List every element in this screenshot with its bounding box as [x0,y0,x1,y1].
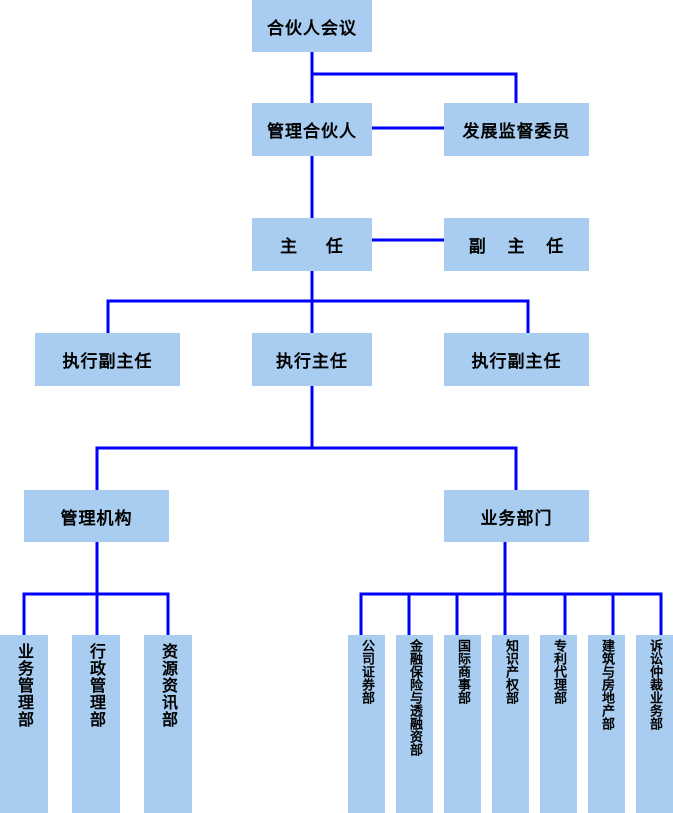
business-unit-box: 诉讼仲裁业务部 [636,635,673,813]
business-unit-box: 知识产权部 [492,635,529,813]
deputy-director-box: 副 主 任 [444,218,589,271]
exec-deputy-right-label: 执行副主任 [471,352,562,372]
management-unit-label: 业务管理部 [15,643,34,728]
business-unit-label: 金融保险与透融资部 [407,639,422,756]
business-unit-box: 建筑与房地产部 [588,635,625,813]
exec-deputy-left-label: 执行副主任 [62,352,153,372]
director-box: 主 任 [252,218,372,271]
managing-partner-box: 管理合伙人 [252,103,372,156]
business-dept-label: 业务部门 [480,508,553,529]
management-unit-box: 行政管理部 [72,635,120,813]
management-org-label: 管理机构 [60,508,133,529]
business-unit-box: 金融保险与透融资部 [396,635,433,813]
exec-director-box: 执行主任 [252,333,372,386]
exec-director-label: 执行主任 [276,352,348,372]
dev-supervisor-label: 发展监督委员 [462,122,571,142]
business-unit-label: 知识产权部 [503,639,518,704]
management-unit-box: 业务管理部 [0,635,48,813]
business-unit-label: 国际商事部 [455,639,470,704]
business-unit-box: 专利代理部 [540,635,577,813]
business-unit-box: 公司证券部 [348,635,385,813]
management-unit-label: 资源资讯部 [159,643,178,728]
business-dept-box: 业务部门 [444,490,589,542]
partners-meeting-box: 合伙人会议 [252,0,372,52]
business-unit-box: 国际商事部 [444,635,481,813]
deputy-director-label: 副 主 任 [468,237,565,257]
director-label: 主 任 [280,237,344,257]
management-unit-label: 行政管理部 [87,643,106,728]
managing-partner-label: 管理合伙人 [267,122,357,142]
business-unit-label: 专利代理部 [551,639,566,704]
business-unit-label: 建筑与房地产部 [599,639,614,730]
exec-deputy-right-box: 执行副主任 [444,333,589,386]
management-unit-box: 资源资讯部 [144,635,192,813]
exec-deputy-left-box: 执行副主任 [35,333,180,386]
business-unit-label: 公司证券部 [359,639,374,704]
dev-supervisor-box: 发展监督委员 [444,103,589,156]
management-org-box: 管理机构 [24,490,169,542]
business-unit-label: 诉讼仲裁业务部 [647,639,662,730]
partners-meeting-label: 合伙人会议 [267,18,357,39]
